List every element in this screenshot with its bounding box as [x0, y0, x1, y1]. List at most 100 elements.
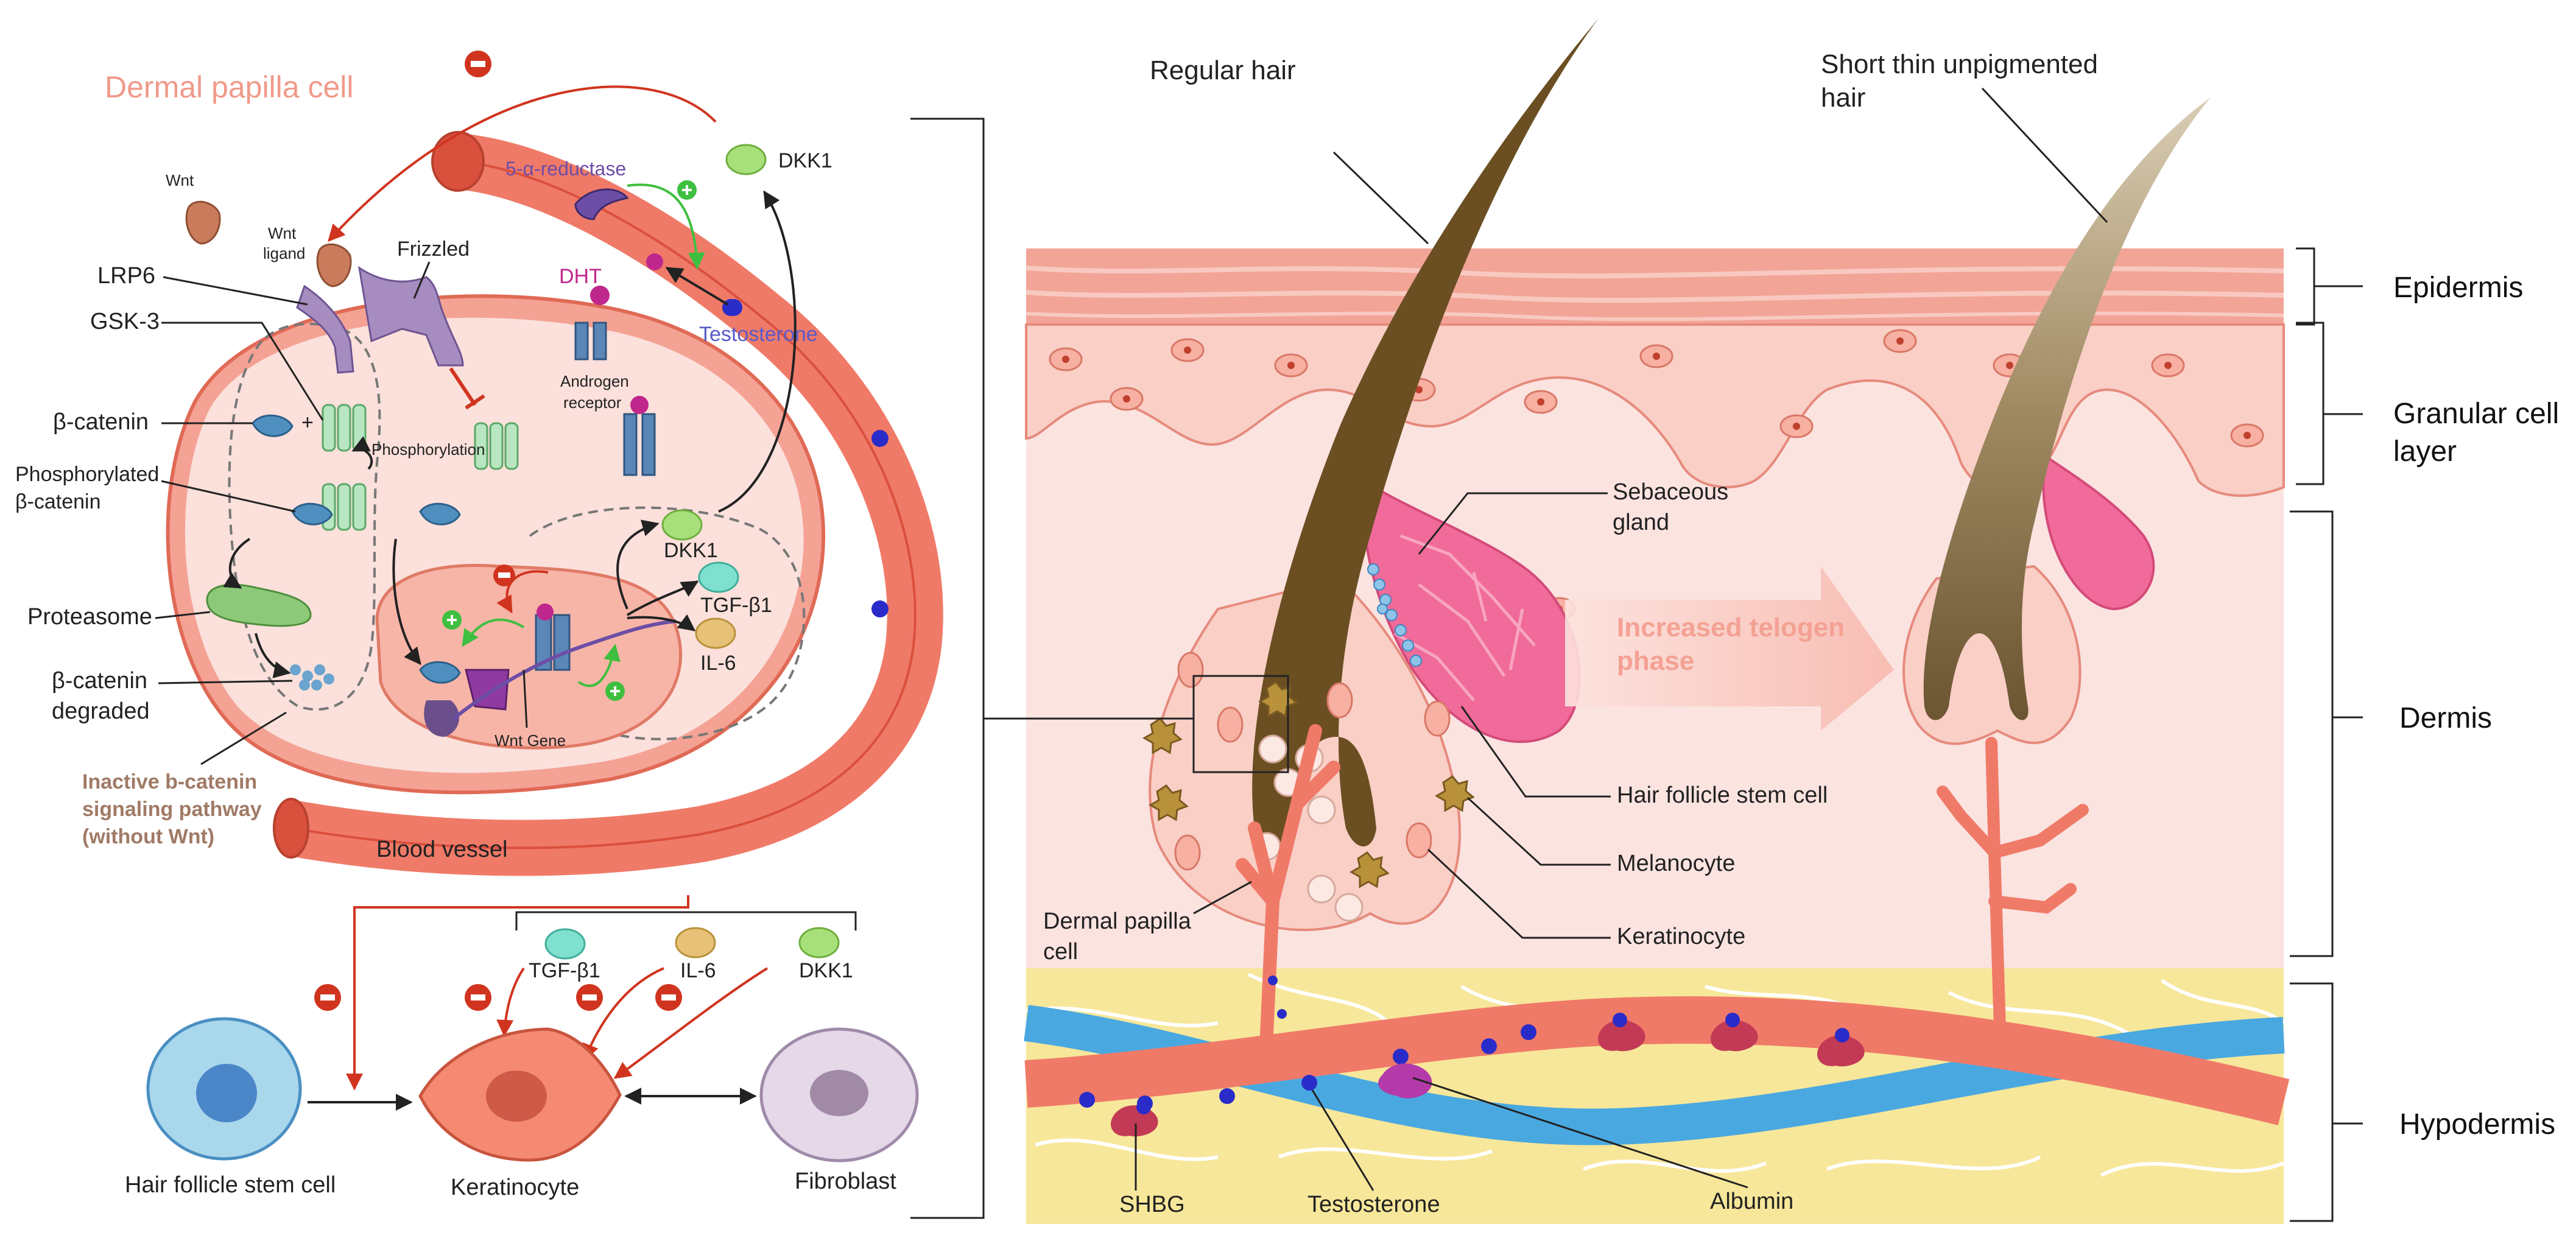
label-gsk3: GSK-3 — [90, 309, 160, 334]
granular-layer — [1025, 323, 2285, 497]
label-proteasome: Proteasome — [27, 604, 152, 630]
label-5-alpha-reductase: 5-α-reductase — [505, 158, 626, 180]
telogen-arrow — [1565, 566, 1894, 731]
stem-cell-cluster — [1367, 563, 1422, 667]
label-sebaceous-2: gland — [1613, 510, 1669, 535]
melanocytes — [1142, 681, 1475, 888]
stimulate-icons — [442, 180, 697, 701]
label-beta-catenin-degraded: β-catenin — [52, 668, 147, 694]
mini-follicle-capillary — [1937, 737, 2089, 1053]
label-testosterone-blood: Testosterone — [1307, 1192, 1440, 1217]
label-keratinocyte-bottom: Keratinocyte — [451, 1175, 579, 1200]
label-tgf-nucleus: TGF-β1 — [700, 594, 772, 617]
label-telogen: Increased telogen — [1617, 613, 1845, 642]
testosterone-molecule — [725, 299, 742, 316]
label-dermal-papilla-cell: Dermal papilla cell — [105, 70, 354, 104]
label-wnt-ligand-2: ligand — [263, 244, 305, 262]
label-granular: Granular cell — [2393, 398, 2559, 430]
left-labels: Dermal papilla cell Wnt Wnt ligand Frizz… — [15, 70, 832, 862]
tgf-nucleus — [698, 561, 739, 593]
label-lrp6: LRP6 — [97, 263, 155, 289]
label-shbg: SHBG — [1119, 1192, 1185, 1217]
right-labels: Regular hair Short thin unpigmented hair… — [1043, 49, 2108, 1217]
label-telogen-2: phase — [1617, 646, 1694, 676]
mini-sebaceous-gland — [2042, 454, 2155, 611]
dkk1-top — [725, 144, 767, 175]
label-hfsc-bottom: Hair follicle stem cell — [125, 1172, 336, 1198]
label-inactive-pathway-2: signaling pathway — [82, 798, 262, 821]
label-short-hair: Short thin unpigmented — [1821, 49, 2098, 79]
label-keratinocyte-right: Keratinocyte — [1617, 924, 1745, 949]
label-dkk1-bottom: DKK1 — [799, 959, 853, 982]
label-frizzled: Frizzled — [397, 237, 470, 261]
vessel-end-bottom — [273, 798, 309, 859]
dkk1-nucleus — [661, 509, 703, 541]
dermal-papilla-cell — [166, 294, 825, 795]
frizzled-receptor — [357, 266, 464, 367]
layer-brackets — [2290, 247, 2363, 1222]
sebaceous-gland — [1362, 479, 1581, 743]
label-dermal-papilla: Dermal papilla — [1043, 909, 1192, 934]
label-beta-catenin: β-catenin — [53, 409, 149, 435]
label-beta-catenin-degraded-2: degraded — [52, 698, 150, 724]
label-wnt: Wnt — [166, 171, 194, 189]
wnt-molecule — [185, 200, 221, 245]
label-tgf-bottom: TGF-β1 — [529, 959, 600, 982]
label-phosphorylation: Phosphorylation — [371, 440, 485, 459]
zoom-bracket — [910, 118, 1289, 1219]
shbg-albumin — [1111, 1020, 1865, 1137]
lrp6-receptor — [296, 284, 354, 374]
label-phospho-2: β-catenin — [15, 490, 101, 513]
label-phospho: Phosphorylated — [15, 463, 159, 486]
label-melanocyte: Melanocyte — [1617, 851, 1735, 876]
label-plus: + — [301, 411, 314, 434]
dht-molecule — [646, 253, 663, 270]
transcription-complex — [424, 603, 677, 737]
vessel-end-top — [431, 131, 485, 192]
label-dermis: Dermis — [2399, 702, 2492, 734]
pathway-arrows — [223, 85, 797, 688]
il6-bottom — [675, 927, 716, 958]
label-hfsc: Hair follicle stem cell — [1617, 783, 1828, 808]
label-fibroblast-bottom: Fibroblast — [795, 1169, 896, 1194]
skin-cross-section — [1024, 18, 2290, 1224]
label-inactive-pathway-3: (without Wnt) — [82, 825, 214, 848]
label-il6-nucleus: IL-6 — [700, 652, 736, 675]
label-testosterone: Testosterone — [699, 323, 818, 346]
label-regular-hair: Regular hair — [1150, 55, 1296, 85]
label-inactive-pathway: Inactive b-catenin — [82, 770, 257, 793]
bottom-panel: TGF-β1 IL-6 DKK1 Hair follicle stem cell… — [125, 895, 919, 1200]
label-sebaceous: Sebaceous — [1613, 479, 1728, 505]
dkk1-bottom — [798, 927, 840, 958]
label-androgen-receptor: Androgen — [560, 372, 629, 390]
wnt-ligand — [316, 243, 352, 287]
five-alpha-reductase-enzyme — [574, 188, 629, 220]
label-dkk1-top: DKK1 — [778, 149, 832, 172]
follicle-capillary — [1236, 724, 1340, 1042]
label-granular-2: layer — [2393, 435, 2457, 468]
red-vessel — [1024, 996, 2290, 1125]
il6-nucleus — [695, 617, 736, 649]
short-hair-shaft — [1923, 97, 2211, 720]
tgf-bottom — [544, 928, 586, 960]
label-short-hair-2: hair — [1821, 83, 1865, 113]
nucleus — [375, 563, 683, 750]
androgen-receptor — [574, 322, 607, 360]
label-dht: DHT — [559, 265, 602, 288]
beta-catenin-pathway-zone — [228, 322, 381, 711]
label-dermal-papilla-2: cell — [1043, 939, 1078, 965]
label-androgen-receptor-2: receptor — [563, 393, 622, 412]
inhibit-icons — [314, 51, 682, 1011]
regular-hair-shaft — [1252, 18, 1599, 851]
label-blood-vessel: Blood vessel — [376, 837, 507, 862]
nucleus-zone-dashed — [529, 506, 806, 740]
label-epidermis: Epidermis — [2393, 272, 2523, 304]
label-albumin: Albumin — [1710, 1189, 1793, 1214]
label-dkk1-nucleus: DKK1 — [664, 539, 718, 562]
label-wnt-gene: Wnt Gene — [494, 731, 566, 750]
label-il6-bottom: IL-6 — [680, 959, 716, 982]
label-hypodermis: Hypodermis — [2399, 1108, 2555, 1141]
degraded-fragments — [290, 664, 334, 691]
label-wnt-ligand: Wnt — [268, 224, 297, 242]
